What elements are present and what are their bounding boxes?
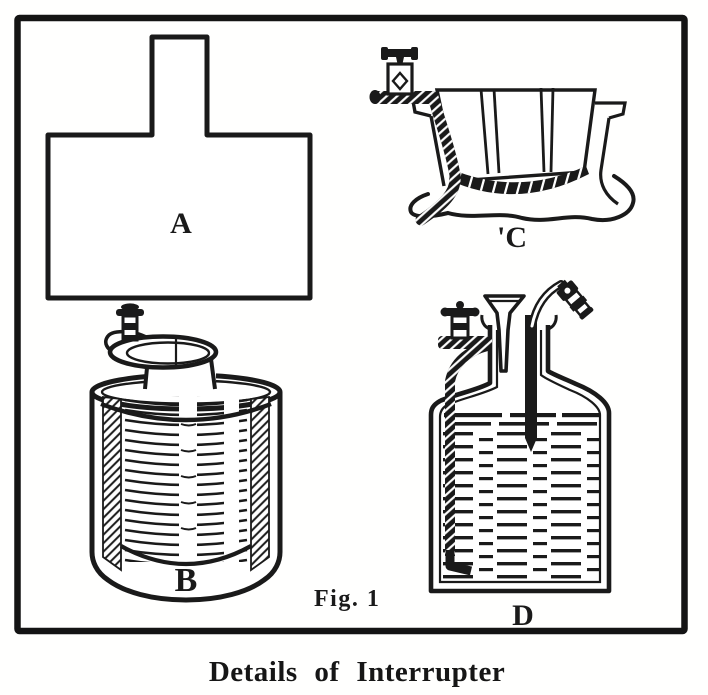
figure-frame xyxy=(14,14,688,635)
electrode-rod xyxy=(525,315,537,452)
jar-collar xyxy=(104,329,219,391)
cut-wall-hatch-left xyxy=(102,395,122,572)
part-c-cup: 'C xyxy=(369,47,636,254)
coil-bottom-edge xyxy=(119,544,253,567)
cut-wall-hatch-right xyxy=(250,395,270,572)
figure-caption: Details of Interrupter xyxy=(209,656,505,688)
hatched-tube xyxy=(369,90,461,226)
figure-number-label: Fig. 1 xyxy=(314,586,380,612)
base-puddle-line xyxy=(408,174,636,222)
cup-ribs xyxy=(479,87,555,175)
cup-right-rim xyxy=(595,101,627,206)
part-a-label: A xyxy=(170,207,192,240)
part-b-label: B xyxy=(175,562,198,599)
stopcock-icon xyxy=(556,279,594,320)
liquid xyxy=(442,413,600,581)
stopcock-icon xyxy=(438,301,492,349)
neck-lips xyxy=(480,314,558,331)
jar-inner-wall xyxy=(438,330,602,584)
part-d-jar: D xyxy=(428,279,612,632)
part-c-label: 'C xyxy=(497,221,527,254)
part-d-label: D xyxy=(512,599,534,632)
stopcock-icon xyxy=(116,303,144,342)
part-a-plate: A xyxy=(45,34,313,301)
cup-body xyxy=(434,88,597,183)
stopcock-icon xyxy=(381,47,418,96)
part-b-coil-jar: B xyxy=(89,303,283,603)
coil-lines xyxy=(121,394,251,564)
liquid-surface-line xyxy=(100,401,272,423)
